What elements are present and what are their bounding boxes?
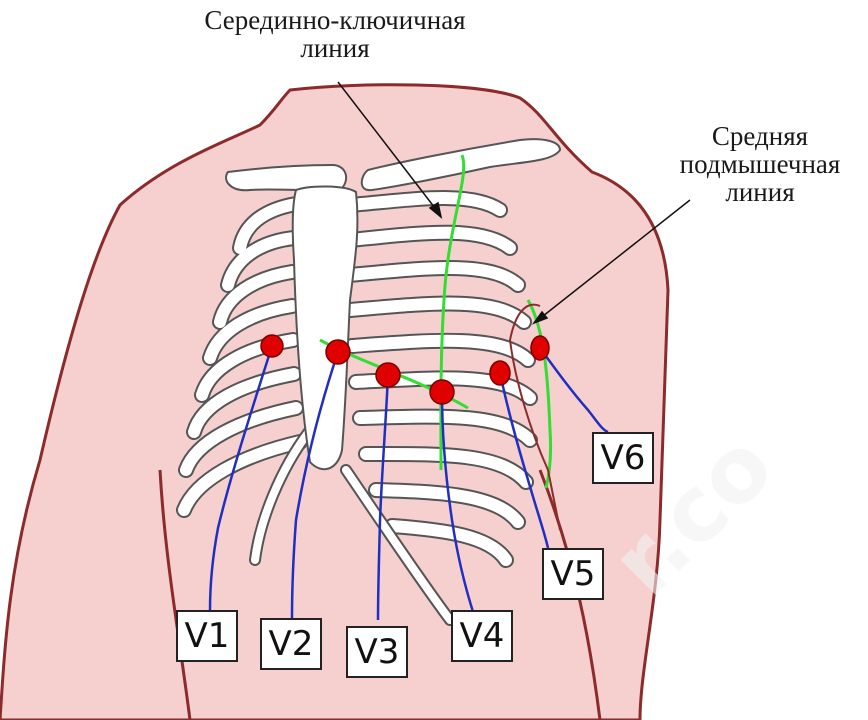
electrode-v6 (531, 336, 549, 360)
lead-label-v3: V3 (346, 626, 408, 678)
electrode-v2 (326, 340, 350, 364)
caption-line: Серединно-ключичная (150, 6, 520, 34)
electrode-v3 (376, 363, 400, 387)
caption-line: линия (652, 178, 868, 206)
lead-label-v5: V5 (542, 548, 604, 600)
electrode-v4 (430, 380, 454, 404)
caption-line: линия (150, 34, 520, 62)
caption-line: подмышечная (652, 150, 868, 178)
lead-label-v1: V1 (176, 610, 238, 662)
caption-line: Средняя (652, 122, 868, 150)
midclavicular-line-label: Серединно-ключичная линия (150, 6, 520, 62)
midaxillary-line-label: Средняя подмышечная линия (652, 122, 868, 206)
electrode-v5 (490, 361, 510, 385)
electrode-v1 (261, 335, 283, 357)
lead-label-v4: V4 (451, 610, 513, 662)
lead-label-v6: V6 (592, 432, 654, 484)
lead-label-v2: V2 (260, 618, 322, 670)
